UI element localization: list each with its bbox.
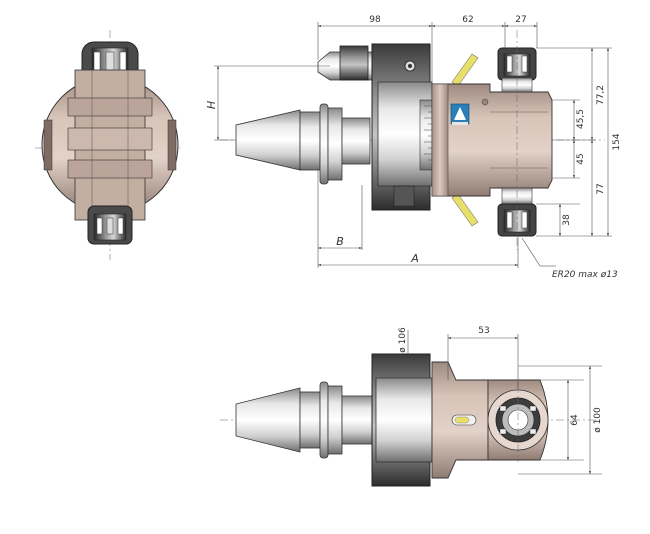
top-taper-cone <box>235 387 301 453</box>
dim-dia-106: ø 106 <box>398 327 408 353</box>
dim-53: 53 <box>478 326 489 336</box>
dim-98: 98 <box>369 15 381 25</box>
brand-logo <box>450 103 470 125</box>
dim-45: 45 <box>576 153 586 164</box>
front-view <box>35 30 180 260</box>
dim-h: H <box>205 101 218 109</box>
dim-38: 38 <box>562 214 572 226</box>
top-view <box>220 353 600 487</box>
front-bottom-collet <box>87 205 133 245</box>
dim-77-2: 77,2 <box>596 85 606 105</box>
dim-64: 64 <box>570 414 580 426</box>
dim-dia-100: ø 100 <box>593 407 603 433</box>
side-taper-cone <box>235 109 301 171</box>
dim-27: 27 <box>515 15 526 25</box>
top-view-dimensions: ø 106 53 64 ø 100 <box>398 326 603 475</box>
side-angle-head <box>431 83 553 197</box>
dim-b: B <box>336 235 344 248</box>
side-view-dimensions: 98 62 27 H B A 154 77,2 77 45,5 <box>205 15 622 280</box>
dim-a: A <box>410 252 419 265</box>
dim-77: 77 <box>596 183 606 194</box>
side-view <box>220 30 605 250</box>
dim-154: 154 <box>612 133 622 150</box>
dim-45-5: 45,5 <box>576 109 586 129</box>
collet-note: ER20 max ø13 <box>552 270 618 280</box>
dim-62: 62 <box>462 15 473 25</box>
